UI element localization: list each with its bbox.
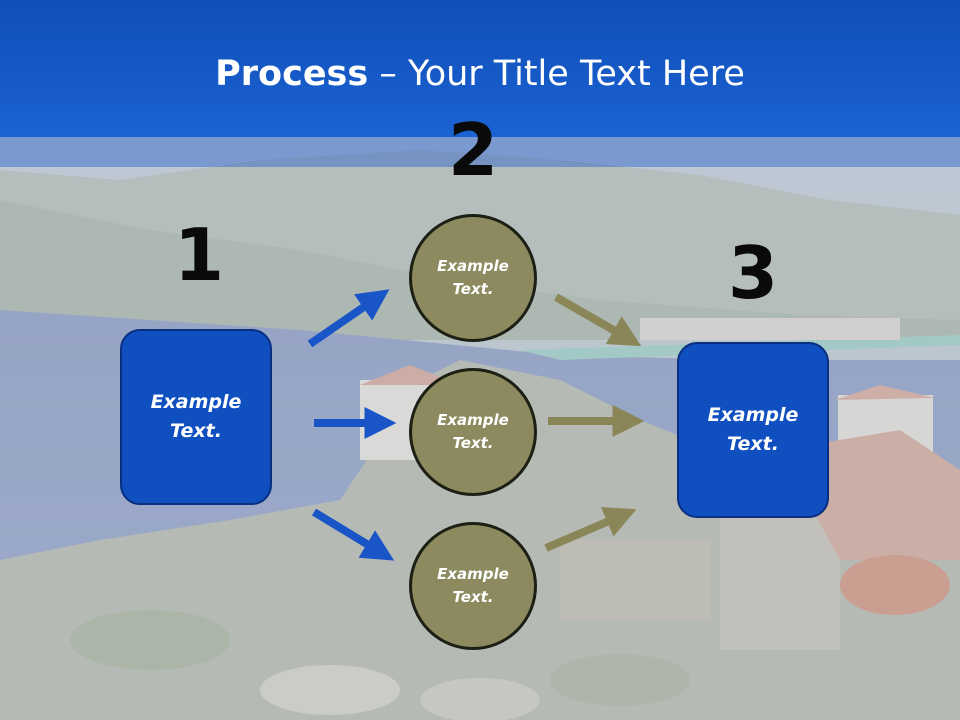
circle-top: Example Text. <box>409 214 537 342</box>
left-box-line1: Example <box>150 391 242 413</box>
step-number-3: 3 <box>727 231 779 315</box>
circle-middle-line2: Text. <box>452 434 494 452</box>
title-bar <box>0 0 960 137</box>
circle-middle-line1: Example <box>437 411 509 429</box>
left-box-line2: Text. <box>170 420 222 442</box>
slide-title: Process – Your Title Text Here <box>0 52 960 96</box>
arrow-bottom-to-right <box>544 507 637 552</box>
left-step-box: Example Text. <box>120 329 272 505</box>
right-box-line2: Text. <box>727 433 779 455</box>
circle-top-line1: Example <box>437 257 509 275</box>
title-strip <box>0 137 960 167</box>
right-box-line1: Example <box>707 404 799 426</box>
circle-bottom: Example Text. <box>409 522 537 650</box>
arrow-left-to-top <box>307 289 390 348</box>
arrow-top-to-right <box>554 293 642 347</box>
circle-middle: Example Text. <box>409 368 537 496</box>
title-rest-part: – Your Title Text Here <box>368 54 745 94</box>
step-number-1: 1 <box>173 213 225 297</box>
circle-bottom-line2: Text. <box>452 588 494 606</box>
arrow-left-to-bottom <box>311 508 395 561</box>
circle-top-line2: Text. <box>452 280 494 298</box>
circle-bottom-line1: Example <box>437 565 509 583</box>
step-number-2: 2 <box>447 108 499 192</box>
title-bold-part: Process <box>215 54 369 94</box>
right-step-box: Example Text. <box>677 342 829 518</box>
